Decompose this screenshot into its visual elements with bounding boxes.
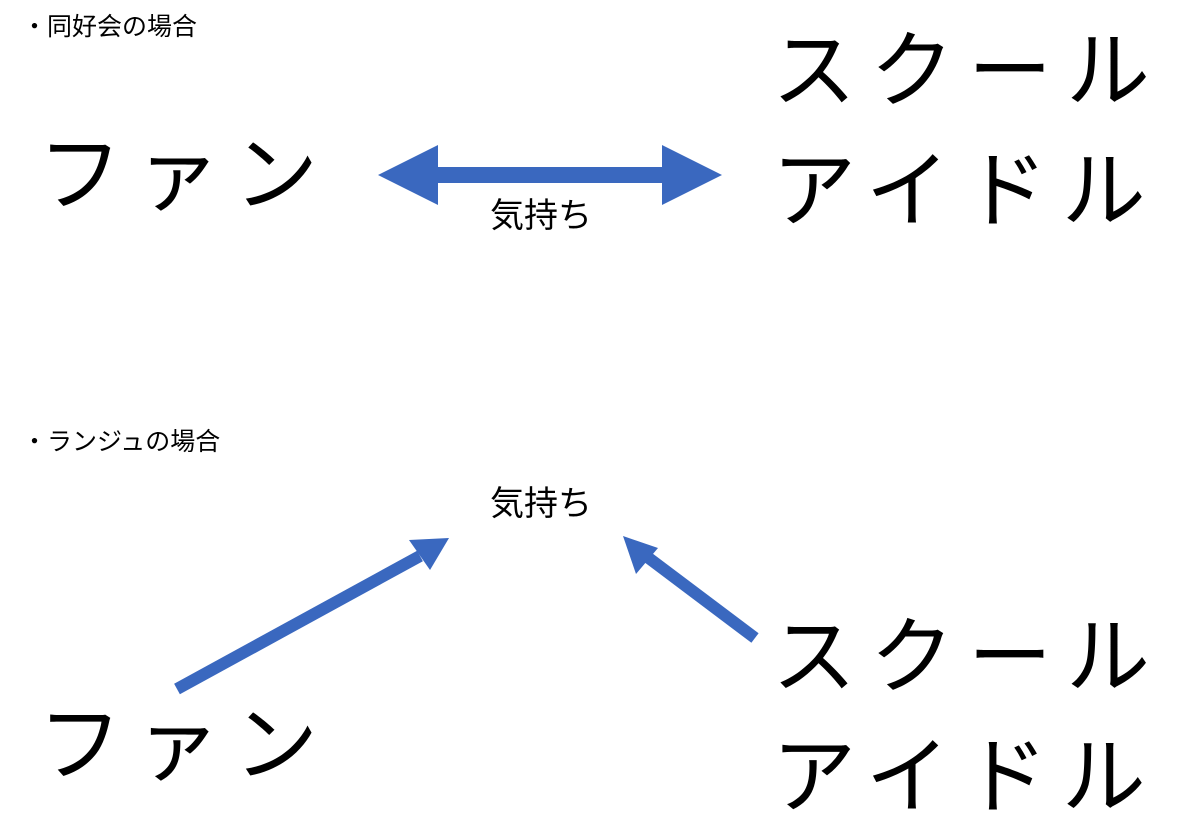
section1-idol-label: アイドル	[772, 142, 1160, 240]
section1-fan-label: ファン	[38, 126, 333, 224]
section2-fan-label: ファン	[38, 696, 333, 794]
section1-heading: ・同好会の場合	[22, 12, 198, 41]
section2-feeling-label: 気持ち	[490, 484, 592, 524]
fan-to-feeling-arrow-shaft	[174, 550, 423, 695]
double-arrow	[378, 145, 722, 205]
fan-to-feeling-arrow-head	[409, 538, 449, 570]
idol-to-feeling-arrow-shaft	[642, 551, 759, 643]
section2-idol-label: アイドル	[772, 728, 1160, 826]
idol-to-feeling-arrow-head	[623, 536, 658, 574]
section2-heading: ・ランジュの場合	[22, 427, 221, 456]
section1-feeling-label: 気持ち	[490, 196, 592, 236]
section2-school-label: スクール	[772, 608, 1165, 706]
section1-school-label: スクール	[772, 22, 1165, 120]
